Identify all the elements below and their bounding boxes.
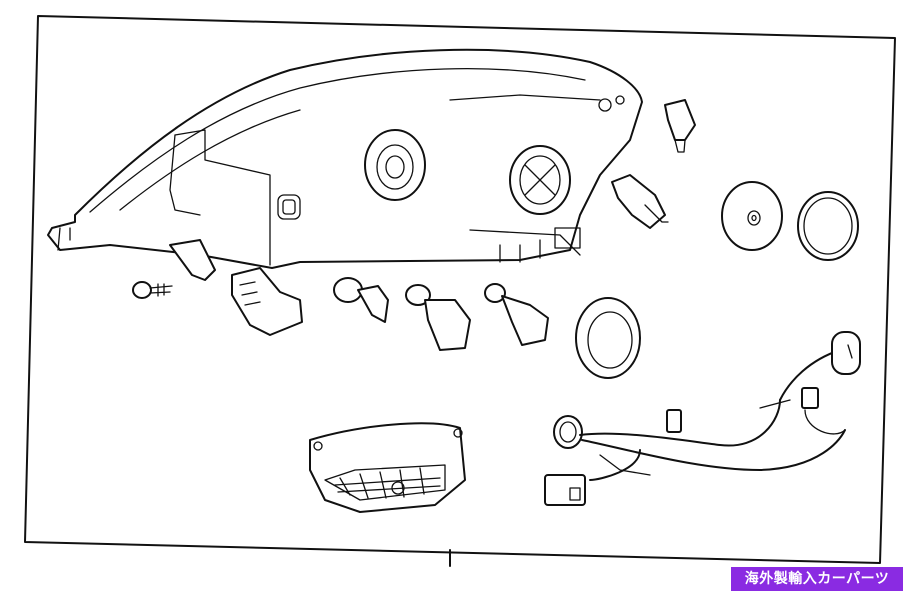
mounting-bracket — [169, 239, 216, 281]
headlamp-housing — [47, 48, 643, 269]
seal-ring — [797, 191, 859, 261]
dust-cap — [721, 181, 783, 251]
screw — [132, 281, 173, 299]
bulb-socket-top — [664, 99, 696, 153]
connector-bracket — [231, 267, 303, 336]
bulb-small-1 — [333, 277, 389, 323]
lamp-tray — [309, 422, 466, 513]
wiring-harness — [544, 331, 861, 506]
watermark-badge: 海外製輸入カーパーツ — [731, 567, 903, 591]
bulb-angled — [611, 174, 669, 229]
gasket — [575, 297, 641, 379]
diagram-frame — [24, 15, 896, 567]
bulb-small-2 — [405, 284, 471, 351]
bulb-small-3 — [484, 283, 549, 346]
